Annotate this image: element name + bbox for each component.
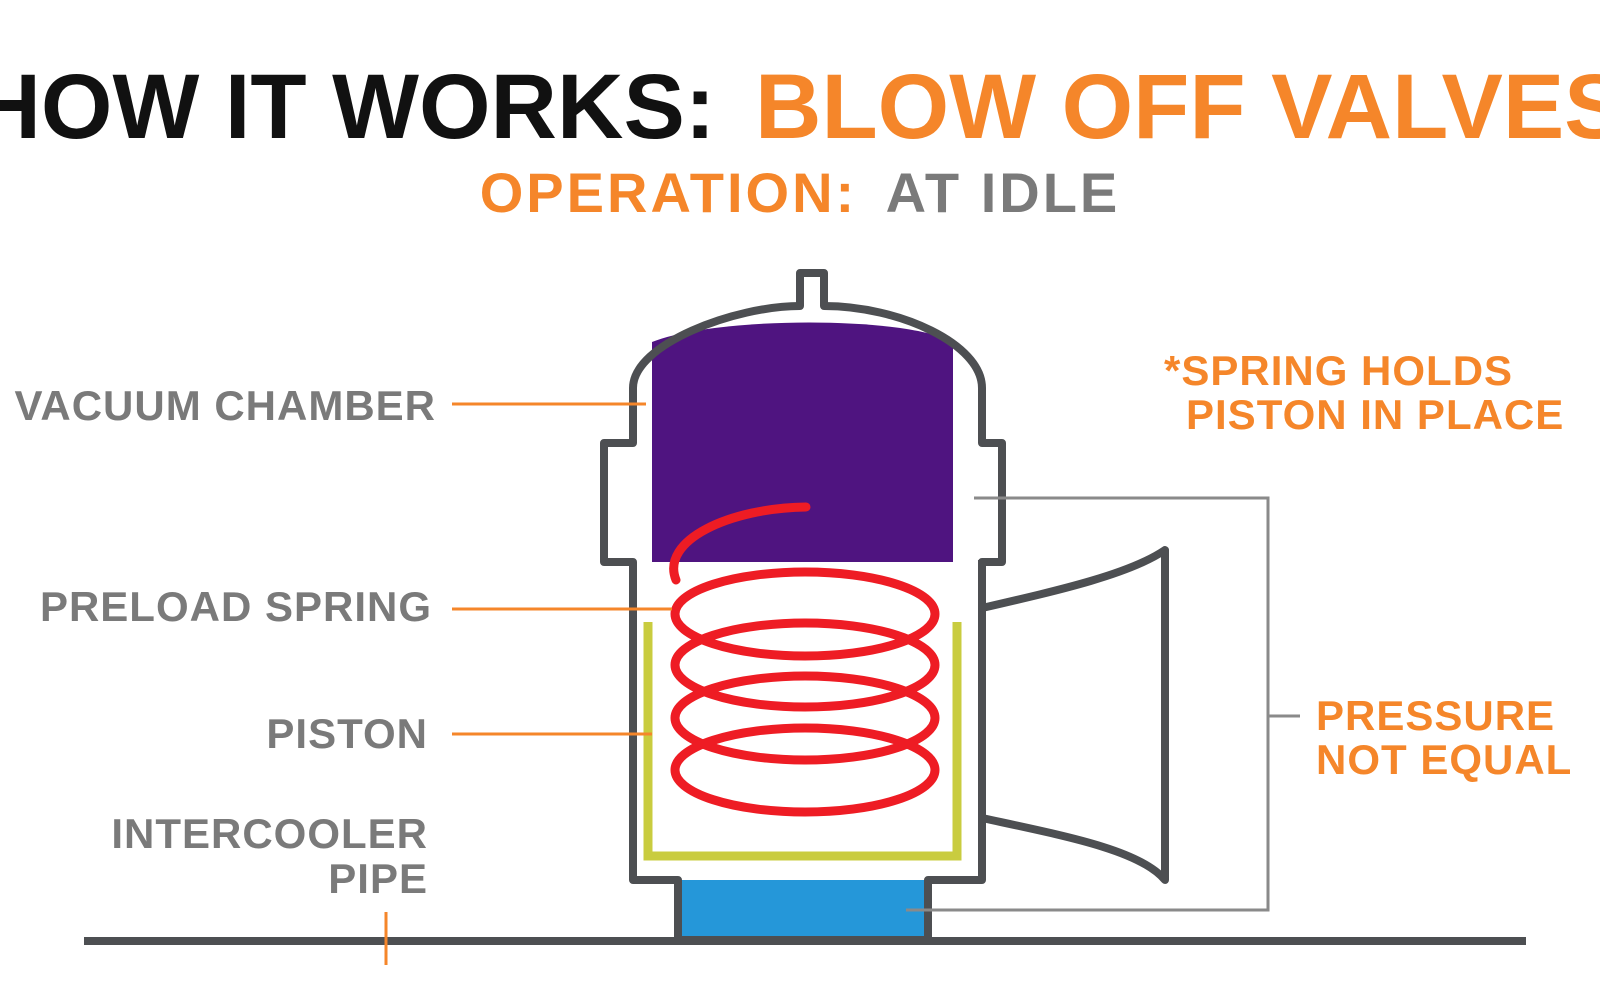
main-title: HOW IT WORKS: BLOW OFF VALVES — [0, 56, 1600, 158]
label-piston: PISTON — [266, 710, 428, 757]
note-spring-line2: PISTON IN PLACE — [1186, 391, 1564, 438]
note-spring-line1: *SPRING HOLDS — [1164, 347, 1513, 394]
preload-spring — [669, 502, 940, 817]
valve-body-outline — [600, 269, 1006, 944]
spring-coil — [670, 671, 940, 765]
outlet-horn — [978, 546, 1169, 884]
subtitle-state: AT IDLE — [886, 161, 1121, 224]
title-prefix: HOW IT WORKS: — [0, 56, 715, 158]
spring-coil — [670, 567, 940, 661]
pressure-bracket — [906, 496, 1270, 912]
title-highlight: BLOW OFF VALVES — [755, 56, 1600, 158]
spring-top-hook — [669, 502, 811, 585]
subtitle: OPERATION: AT IDLE — [480, 161, 1121, 224]
vacuum-chamber — [652, 322, 953, 562]
label-intercooler-line2: PIPE — [328, 855, 428, 902]
spring-coil — [670, 618, 940, 712]
leader-lines — [384, 402, 672, 965]
label-intercooler-line1: INTERCOOLER — [111, 810, 428, 857]
spring-coil — [670, 723, 940, 817]
note-pressure-line1: PRESSURE — [1316, 692, 1555, 739]
piston — [643, 622, 962, 861]
note-pressure-line2: NOT EQUAL — [1316, 736, 1572, 783]
label-vacuum-chamber: VACUUM CHAMBER — [14, 382, 436, 429]
label-preload-spring: PRELOAD SPRING — [40, 583, 432, 630]
subtitle-prefix: OPERATION: — [480, 161, 857, 224]
intercooler-pipe-inlet — [678, 880, 928, 940]
